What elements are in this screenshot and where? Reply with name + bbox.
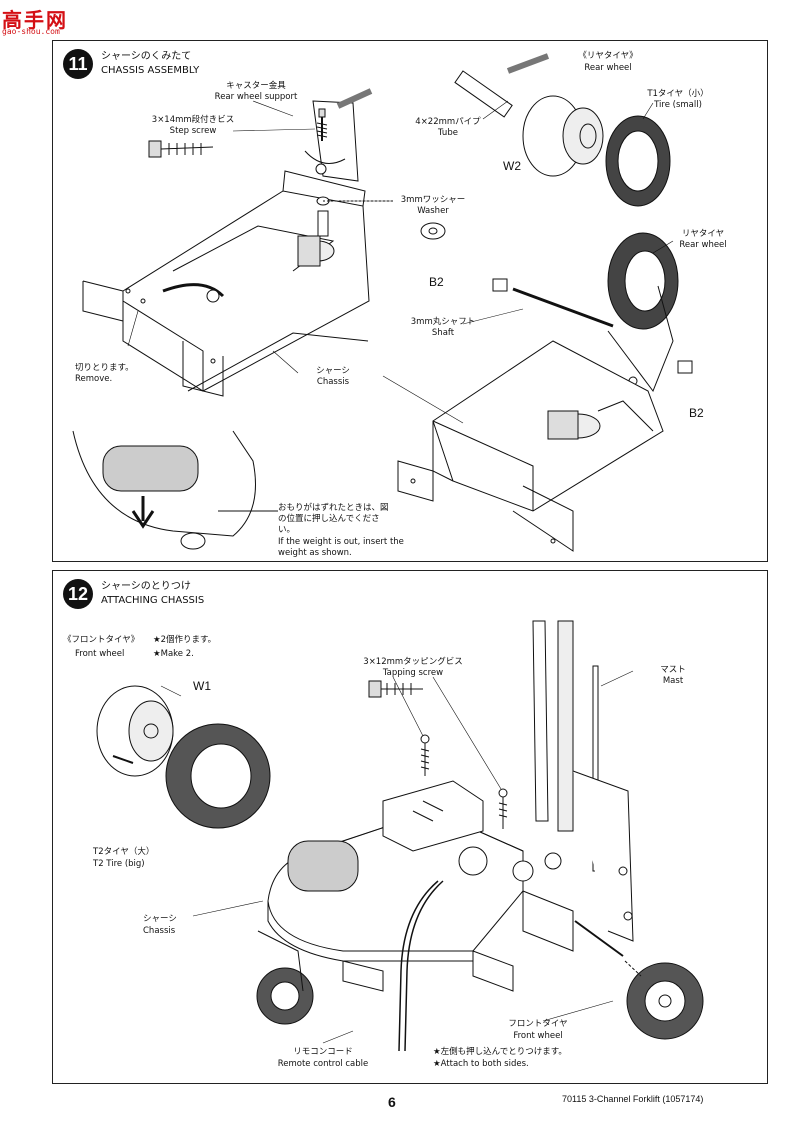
part-ref-b2-top: B2	[429, 275, 444, 289]
page-number: 6	[388, 1094, 396, 1110]
attaching-chassis-illustration	[53, 571, 769, 1085]
label-mast-en: Mast	[662, 676, 684, 686]
label-shaft-jp: 3mm丸シャフト	[410, 317, 476, 327]
section-rear-wheel-jp: 《リヤタイヤ》	[578, 51, 638, 61]
watermark-url: gao-shou.com	[2, 27, 60, 36]
label-remove-en: Remove.	[75, 374, 113, 384]
label-tube-en: Tube	[438, 128, 458, 138]
label-tire-big-en: T2 Tire (big)	[93, 859, 145, 869]
label-chassis-jp: シャーシ	[316, 366, 350, 376]
step-12-panel: 12 シャーシのとりつけ ATTACHING CHASSIS 《フロントタイヤ》…	[52, 570, 768, 1084]
note-both-sides-en: ★Attach to both sides.	[433, 1059, 529, 1069]
label-remote-cable-en: Remote control cable	[277, 1059, 369, 1069]
label-front-wheel-jp: フロントタイヤ	[508, 1019, 568, 1029]
step-number-badge: 12	[63, 579, 93, 609]
label-washer-jp: 3mmワッシャー	[400, 195, 466, 205]
step-11-title-jp: シャーシのくみたて	[101, 51, 192, 62]
label-tire-big-jp: T2タイヤ（大）	[93, 847, 155, 857]
label-remove-jp: 切りとります。	[75, 363, 134, 373]
part-ref-w1: W1	[193, 679, 211, 693]
label-step-screw-en: Step screw	[169, 126, 217, 136]
step-11-title-en: CHASSIS ASSEMBLY	[101, 65, 200, 76]
weight-note-en-line1: If the weight is out, insert the	[278, 537, 404, 547]
note-both-sides-jp: ★左側も押し込んでとりつけます。	[433, 1047, 567, 1057]
weight-note-jp-line2: の位置に押し込んでくださ	[278, 514, 380, 524]
label-rear-wheel-support-jp: キャスター金具	[226, 81, 286, 91]
label-tire-small-jp: T1タイヤ（小）	[647, 89, 709, 99]
section-front-wheel-en: Front wheel	[75, 649, 125, 659]
section-rear-wheel-en: Rear wheel	[584, 63, 632, 73]
site-watermark: 高手网 gao-shou.com	[2, 4, 92, 38]
section-front-wheel-jp: 《フロントタイヤ》	[63, 635, 140, 645]
label-tube-jp: 4×22mmパイプ	[415, 117, 481, 127]
step-number-badge: 11	[63, 49, 93, 79]
label-tapping-screw-jp: 3×12mmタッピングビス	[363, 657, 463, 667]
label-front-wheel-en: Front wheel	[513, 1031, 563, 1041]
watermark-name: 高手网	[2, 8, 68, 32]
weight-note-en-line2: weight as shown.	[278, 548, 352, 558]
label-shaft-en: Shaft	[431, 328, 455, 338]
weight-note-jp-line3: い。	[278, 525, 296, 535]
part-ref-w2: W2	[503, 159, 521, 173]
label-chassis-en: Chassis	[316, 377, 350, 387]
label-tapping-screw-en: Tapping screw	[382, 668, 444, 678]
label-mast-jp: マスト	[660, 665, 686, 675]
label-washer-en: Washer	[417, 206, 449, 216]
part-ref-b2-bottom: B2	[689, 406, 704, 420]
step-11-panel: 11 シャーシのくみたて CHASSIS ASSEMBLY キャスター金具 Re…	[52, 40, 768, 562]
step-12-title-en: ATTACHING CHASSIS	[101, 595, 205, 606]
note-make-2-jp: ★2個作ります。	[153, 635, 217, 645]
label-tire-small-en: Tire (small)	[654, 100, 702, 110]
label-step-screw-jp: 3×14mm段付きビス	[151, 115, 235, 125]
weight-note-jp-line1: おもりがはずれたときは、図	[278, 503, 389, 513]
step-12-title-jp: シャーシのとりつけ	[101, 581, 191, 592]
label-rear-wheel-en: Rear wheel	[679, 240, 727, 250]
label-rear-wheel-jp: リヤタイヤ	[681, 229, 725, 239]
label-chassis-en: Chassis	[143, 926, 176, 936]
label-chassis-jp: シャーシ	[143, 914, 177, 924]
product-code: 70115 3-Channel Forklift (1057174)	[562, 1094, 704, 1104]
chassis-assembly-illustration	[53, 41, 769, 563]
label-remote-cable-jp: リモコンコード	[293, 1047, 353, 1057]
note-make-2-en: ★Make 2.	[153, 649, 194, 659]
label-rear-wheel-support-en: Rear wheel support	[214, 92, 298, 102]
